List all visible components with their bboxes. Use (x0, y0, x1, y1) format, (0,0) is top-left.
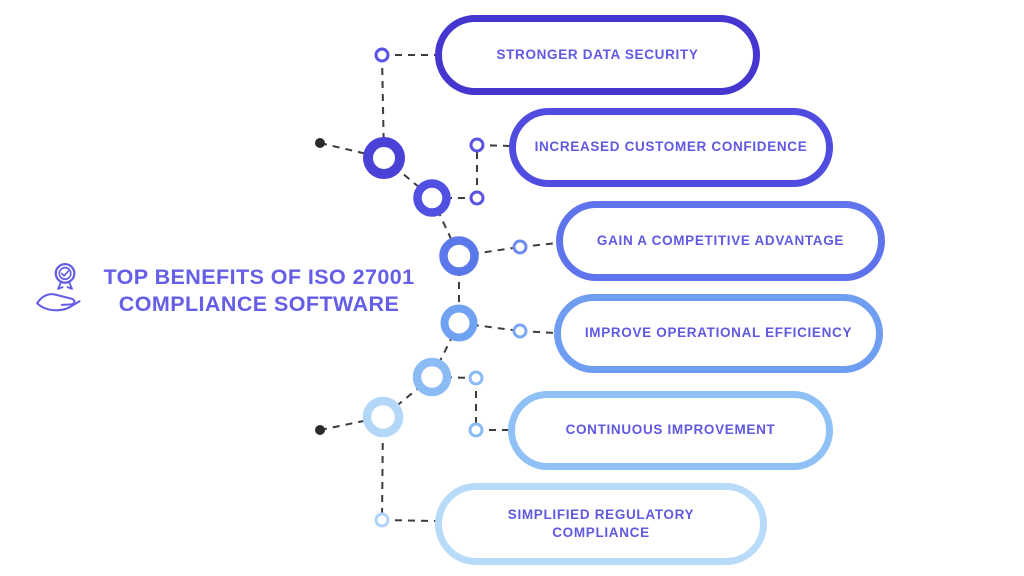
mini-circle (468, 370, 484, 386)
node-circle-4 (440, 304, 478, 342)
benefit-pill-gain-a-competitive-advantage: GAIN A COMPETITIVE ADVANTAGE (556, 201, 885, 281)
medal-in-hand-icon (36, 262, 81, 312)
benefit-pill-simplified-regulatory-compliance: SIMPLIFIED REGULATORY COMPLIANCE (435, 483, 767, 565)
mini-circle (469, 137, 485, 153)
benefit-label: INCREASED CUSTOMER CONFIDENCE (534, 139, 808, 155)
benefit-label: CONTINUOUS IMPROVEMENT (565, 422, 776, 438)
endpoint-dot (315, 138, 325, 148)
benefit-pill-stronger-data-security: STRONGER DATA SECURITY (435, 15, 760, 95)
mini-circle (374, 512, 390, 528)
benefit-label: IMPROVE OPERATIONAL EFFICIENCY (584, 325, 853, 341)
node-circle-2 (413, 179, 451, 217)
connector-line (458, 322, 521, 332)
endpoint-dot (315, 425, 325, 435)
connector-line (381, 54, 385, 159)
node-circle-3 (439, 236, 479, 276)
connector-line (431, 322, 460, 378)
mini-circle (468, 422, 484, 438)
mini-circle (374, 47, 390, 63)
node-circle-1 (363, 137, 405, 179)
page-title: TOP BENEFITS OF ISO 27001 COMPLIANCE SOF… (88, 264, 430, 318)
mini-circle (469, 190, 485, 206)
title-line-2: COMPLIANCE SOFTWARE (118, 292, 400, 317)
mini-circle (512, 239, 528, 255)
node-circle-6 (362, 396, 404, 438)
benefit-pill-improve-operational-efficiency: IMPROVE OPERATIONAL EFFICIENCY (554, 294, 883, 373)
benefit-pill-increased-customer-confidence: INCREASED CUSTOMER CONFIDENCE (509, 108, 833, 187)
connector-line (458, 246, 521, 257)
connector-line (381, 519, 438, 522)
path-endpoint-dots (315, 138, 325, 435)
benefit-label: SIMPLIFIED REGULATORY COMPLIANCE (507, 506, 695, 540)
title-line-1: TOP BENEFITS OF ISO 27001 (103, 265, 415, 289)
benefit-label: STRONGER DATA SECURITY (496, 46, 699, 62)
benefit-label: GAIN A COMPETITIVE ADVANTAGE (596, 232, 845, 248)
benefit-pill-continuous-improvement: CONTINUOUS IMPROVEMENT (508, 391, 833, 470)
node-circle-5 (412, 357, 452, 397)
mini-circle (512, 323, 528, 339)
